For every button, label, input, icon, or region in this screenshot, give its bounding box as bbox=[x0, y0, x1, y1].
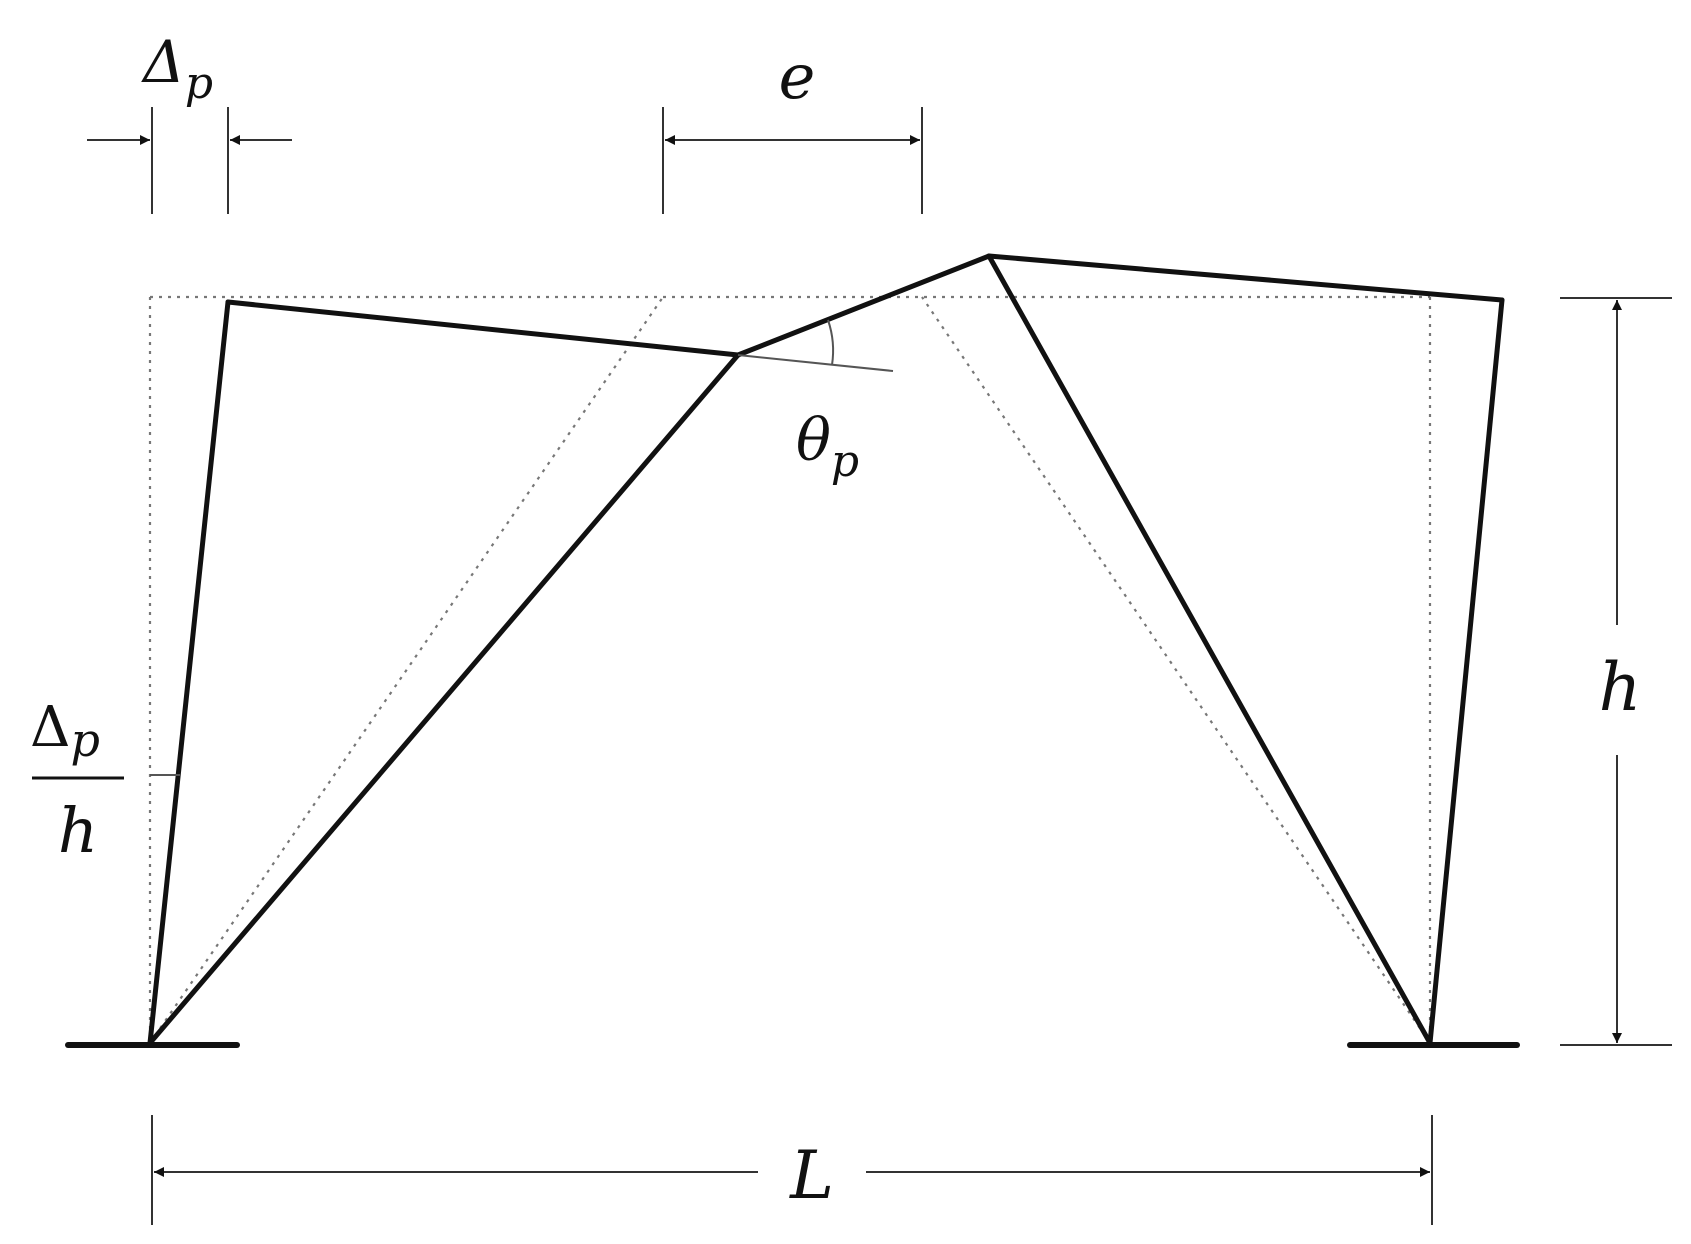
deformed-right-column bbox=[1427, 297, 1505, 1046]
deformed-frame bbox=[147, 253, 1505, 1046]
original-left-brace bbox=[149, 296, 664, 1044]
label-L: L bbox=[789, 1137, 834, 1214]
dimension-delta-p bbox=[87, 107, 292, 214]
deformed-beam-right bbox=[986, 253, 1505, 303]
label-theta-p-main: θ bbox=[796, 406, 831, 474]
label-drift-numerator-sub: p bbox=[70, 713, 99, 767]
label-drift-numerator: Δp bbox=[30, 695, 100, 767]
deformed-beam-left bbox=[225, 299, 741, 358]
label-drift-denominator: h bbox=[58, 794, 98, 867]
label-e: e bbox=[779, 40, 816, 113]
label-delta-p-top: Δp bbox=[141, 28, 213, 109]
rotation-reference-line bbox=[737, 354, 894, 372]
rotation-angle-arc bbox=[827, 319, 835, 366]
label-theta-p: θp bbox=[796, 406, 859, 487]
original-frame bbox=[148, 295, 1432, 1044]
dimension-h bbox=[1560, 297, 1672, 1046]
label-delta-p-top-main: Δ bbox=[141, 28, 185, 96]
deformed-right-brace bbox=[986, 253, 1433, 1046]
label-drift-numerator-main: Δ bbox=[30, 695, 70, 760]
label-h: h bbox=[1599, 649, 1642, 726]
original-right-brace bbox=[921, 296, 1431, 1044]
rotation-indicator bbox=[737, 319, 894, 372]
label-theta-p-sub: p bbox=[831, 436, 859, 487]
deformed-left-brace bbox=[147, 352, 741, 1046]
deformed-left-column bbox=[147, 299, 231, 1046]
dimension-e bbox=[662, 107, 923, 214]
label-delta-p-top-sub: p bbox=[185, 58, 213, 109]
deformed-link bbox=[735, 253, 992, 358]
dimension-L bbox=[151, 1115, 1433, 1225]
